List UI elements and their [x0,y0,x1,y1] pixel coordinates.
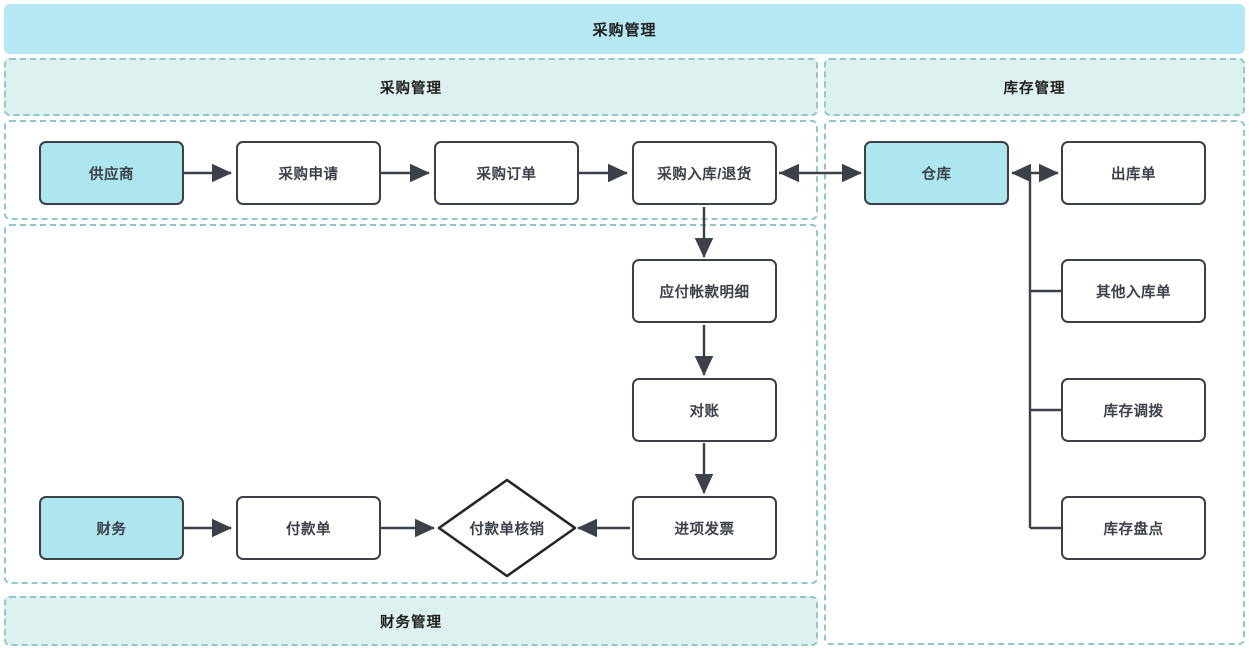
node-payment-order-label: 付款单 [286,521,331,538]
node-stock-transfer[interactable]: 库存调拨 [1061,378,1206,442]
node-supplier[interactable]: 供应商 [39,141,184,205]
node-input-invoice-label: 进项发票 [674,521,735,538]
node-outbound-order[interactable]: 出库单 [1061,141,1206,205]
node-other-inbound[interactable]: 其他入库单 [1061,259,1206,323]
node-payable-detail[interactable]: 应付帐款明细 [632,259,777,323]
node-receipt-return[interactable]: 采购入库/退货 [632,141,777,205]
node-receipt-return-label: 采购入库/退货 [657,166,752,183]
node-stock-count-label: 库存盘点 [1103,521,1164,538]
node-finance-label: 财务 [96,521,127,538]
node-supplier-label: 供应商 [89,166,134,183]
node-warehouse[interactable]: 仓库 [864,141,1009,205]
group-body-inventory [824,120,1245,645]
node-purchase-order-label: 采购订单 [476,166,537,183]
node-stock-transfer-label: 库存调拨 [1103,403,1164,420]
group-header-purchase-label: 采购管理 [380,80,442,97]
node-stock-count[interactable]: 库存盘点 [1061,496,1206,560]
group-header-inventory: 库存管理 [824,58,1245,116]
node-other-inbound-label: 其他入库单 [1096,284,1171,301]
node-payable-detail-label: 应付帐款明细 [659,284,750,301]
diagram-title: 采购管理 [592,21,657,39]
diagram-title-banner: 采购管理 [4,4,1245,54]
group-body-purchase-bottom [4,224,818,584]
node-purchase-order[interactable]: 采购订单 [434,141,579,205]
group-footer-finance-label: 财务管理 [380,614,442,631]
node-payment-writeoff[interactable]: 付款单核销 [437,478,577,578]
node-outbound-order-label: 出库单 [1111,166,1156,183]
node-reconciliation[interactable]: 对账 [632,378,777,442]
node-payment-order[interactable]: 付款单 [236,496,381,560]
node-warehouse-label: 仓库 [921,166,952,183]
group-header-purchase: 采购管理 [4,58,818,116]
node-input-invoice[interactable]: 进项发票 [632,496,777,560]
group-footer-finance: 财务管理 [4,596,818,646]
node-reconciliation-label: 对账 [689,403,720,420]
node-purchase-request[interactable]: 采购申请 [236,141,381,205]
node-purchase-request-label: 采购申请 [278,166,339,183]
node-finance[interactable]: 财务 [39,496,184,560]
group-header-inventory-label: 库存管理 [1003,80,1066,97]
